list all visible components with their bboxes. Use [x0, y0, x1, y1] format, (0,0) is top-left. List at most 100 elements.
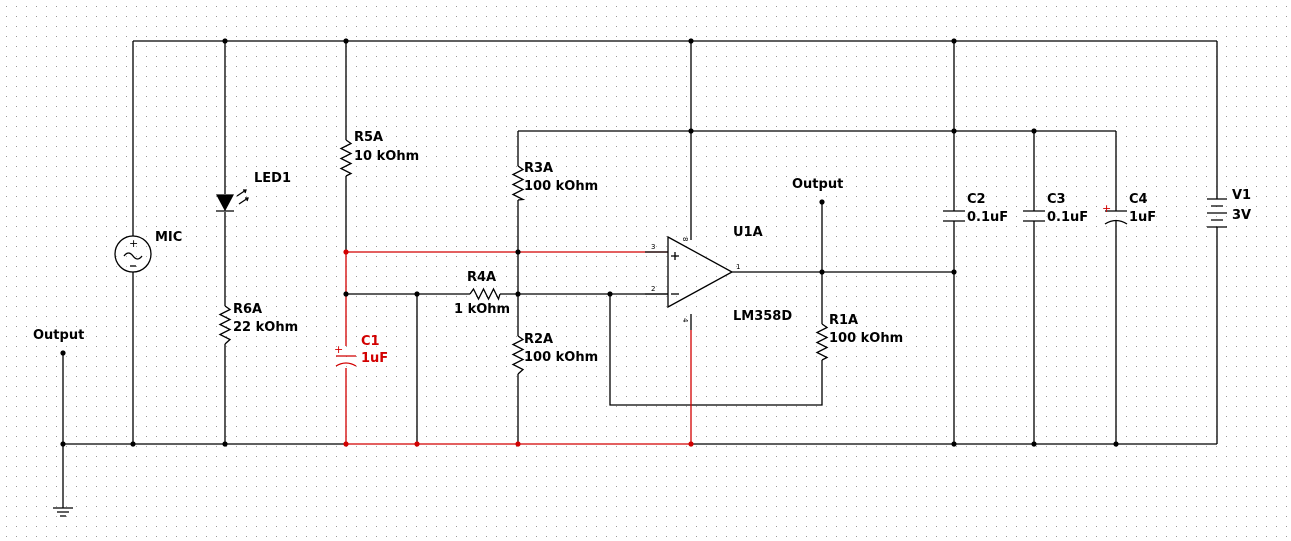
ac-source-icon: + — [114, 235, 152, 273]
r2a-value-label: 100 kOhm — [524, 350, 598, 365]
c3-component[interactable]: C3 0.1uF — [1023, 192, 1088, 225]
r4a-ref-label: R4A — [467, 270, 496, 285]
c1-component[interactable]: + C1 1uF — [334, 334, 388, 367]
r2a-ref-label: R2A — [524, 332, 553, 347]
r4a-value-label: 1 kOhm — [454, 302, 510, 317]
led1-component[interactable]: LED1 — [216, 171, 291, 212]
junction — [951, 38, 957, 44]
r1a-component[interactable]: R1A 100 kOhm — [815, 313, 903, 361]
junction — [515, 291, 521, 297]
junction — [343, 249, 349, 255]
probe-terminal-icon — [60, 350, 66, 356]
led-icon — [216, 189, 249, 212]
r6a-ref-label: R6A — [233, 302, 262, 317]
junction — [688, 38, 694, 44]
junction — [688, 441, 694, 447]
r5a-component[interactable]: R5A 10 kOhm — [339, 130, 419, 177]
r1a-ref-label: R1A — [829, 313, 858, 328]
junction — [515, 441, 521, 447]
resistor-icon — [339, 139, 353, 177]
wires — [62, 40, 1218, 508]
r3a-component[interactable]: R3A 100 kOhm — [511, 161, 598, 201]
r1a-value-label: 100 kOhm — [829, 331, 903, 346]
u1a-opamp-component[interactable]: 3 2 1 8 4 U1A LM358D — [645, 225, 792, 324]
junction — [515, 249, 521, 255]
u1a-part-label: LM358D — [733, 309, 792, 324]
r3a-value-label: 100 kOhm — [524, 179, 598, 194]
junction — [951, 128, 957, 134]
capacitor-icon — [943, 210, 965, 222]
v1-value-label: 3V — [1232, 208, 1251, 223]
output-right-terminal[interactable]: Output — [792, 177, 843, 205]
opamp-pin-4: 4 — [681, 318, 689, 323]
junction — [222, 38, 228, 44]
probe-terminal-icon — [819, 199, 825, 205]
junction — [819, 269, 825, 275]
c4-component[interactable]: + C4 1uF — [1102, 192, 1156, 225]
polarized-capacitor-icon: + — [1102, 202, 1128, 225]
opamp-pin-3: 3 — [651, 243, 655, 251]
opamp-pin-2: 2 — [651, 285, 655, 293]
junction — [951, 269, 957, 275]
v1-component[interactable]: V1 3V — [1207, 188, 1251, 228]
junction — [343, 38, 349, 44]
led1-ref-label: LED1 — [254, 171, 291, 186]
resistor-icon — [511, 165, 526, 201]
resistor-icon — [815, 323, 829, 361]
opamp-pin-8: 8 — [681, 237, 689, 241]
ground-icon[interactable] — [53, 507, 73, 517]
feedback-loop-wire[interactable] — [609, 294, 823, 406]
resistor-icon — [511, 335, 525, 375]
junction — [1031, 128, 1037, 134]
junction — [1113, 441, 1119, 447]
u1a-ref-label: U1A — [733, 225, 763, 240]
r5a-ref-label: R5A — [354, 130, 383, 145]
junction — [414, 291, 420, 297]
c1-ref-label: C1 — [361, 334, 380, 349]
output-left-terminal[interactable]: Output — [33, 328, 84, 356]
junction — [130, 441, 136, 447]
resistor-icon — [469, 287, 501, 301]
v1-ref-label: V1 — [1232, 188, 1251, 203]
c2-component[interactable]: C2 0.1uF — [943, 192, 1008, 225]
c3-ref-label: C3 — [1047, 192, 1066, 207]
junction — [343, 291, 349, 297]
junction — [222, 441, 228, 447]
output-left-label: Output — [33, 328, 84, 343]
battery-icon — [1207, 198, 1227, 228]
polarized-capacitor-icon: + — [334, 343, 357, 367]
resistor-icon — [218, 305, 232, 345]
c1-value-label: 1uF — [361, 351, 388, 366]
r5a-value-label: 10 kOhm — [354, 149, 419, 164]
output-right-label: Output — [792, 177, 843, 192]
svg-text:+: + — [334, 343, 343, 356]
c4-value-label: 1uF — [1129, 210, 1156, 225]
c3-value-label: 0.1uF — [1047, 210, 1088, 225]
junctions — [60, 38, 1119, 447]
junction — [1031, 441, 1037, 447]
opamp-pin-1: 1 — [736, 263, 740, 271]
r3a-ref-label: R3A — [524, 161, 553, 176]
junction — [607, 291, 613, 297]
c2-ref-label: C2 — [967, 192, 986, 207]
mic-ref-label: MIC — [155, 230, 182, 245]
c2-value-label: 0.1uF — [967, 210, 1008, 225]
r6a-value-label: 22 kOhm — [233, 320, 298, 335]
opamp-icon — [645, 235, 734, 309]
junction — [60, 441, 66, 447]
junction — [343, 441, 349, 447]
r6a-component[interactable]: R6A 22 kOhm — [218, 302, 298, 345]
capacitor-icon — [1023, 210, 1045, 222]
junction — [414, 441, 420, 447]
junction — [688, 128, 694, 134]
r4a-component[interactable]: R4A 1 kOhm — [454, 270, 510, 317]
svg-text:+: + — [129, 237, 138, 250]
r2a-component[interactable]: R2A 100 kOhm — [511, 332, 598, 375]
svg-text:+: + — [1102, 202, 1111, 215]
c4-ref-label: C4 — [1129, 192, 1148, 207]
junction — [951, 441, 957, 447]
mic-component[interactable]: + MIC — [114, 230, 182, 273]
